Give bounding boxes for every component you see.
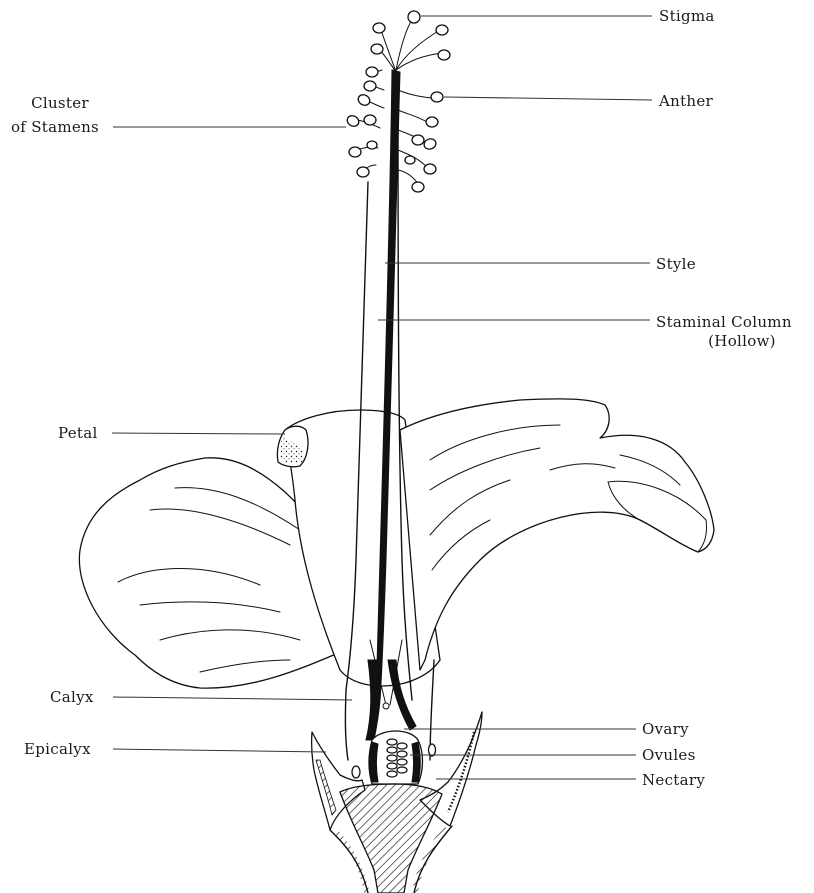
label-staminal-line2: (Hollow) <box>708 332 776 350</box>
label-calyx: Calyx <box>50 688 94 706</box>
right-petal <box>400 399 714 670</box>
label-stigma: Stigma <box>659 7 715 25</box>
receptacle <box>340 784 442 893</box>
label-ovary: Ovary <box>642 720 689 738</box>
label-staminal-line1: Staminal Column <box>656 313 792 331</box>
label-cluster-line1: Cluster <box>31 94 89 112</box>
stigma-knob <box>408 11 420 23</box>
label-nectary: Nectary <box>642 771 705 789</box>
label-cluster-line2: of Stamens <box>11 118 99 136</box>
label-anther: Anther <box>658 92 714 110</box>
label-epicalyx: Epicalyx <box>24 740 91 758</box>
label-petal: Petal <box>58 424 98 442</box>
label-style: Style <box>656 255 696 273</box>
anther <box>431 92 443 102</box>
petals-group <box>79 399 714 688</box>
label-ovules: Ovules <box>642 746 696 764</box>
